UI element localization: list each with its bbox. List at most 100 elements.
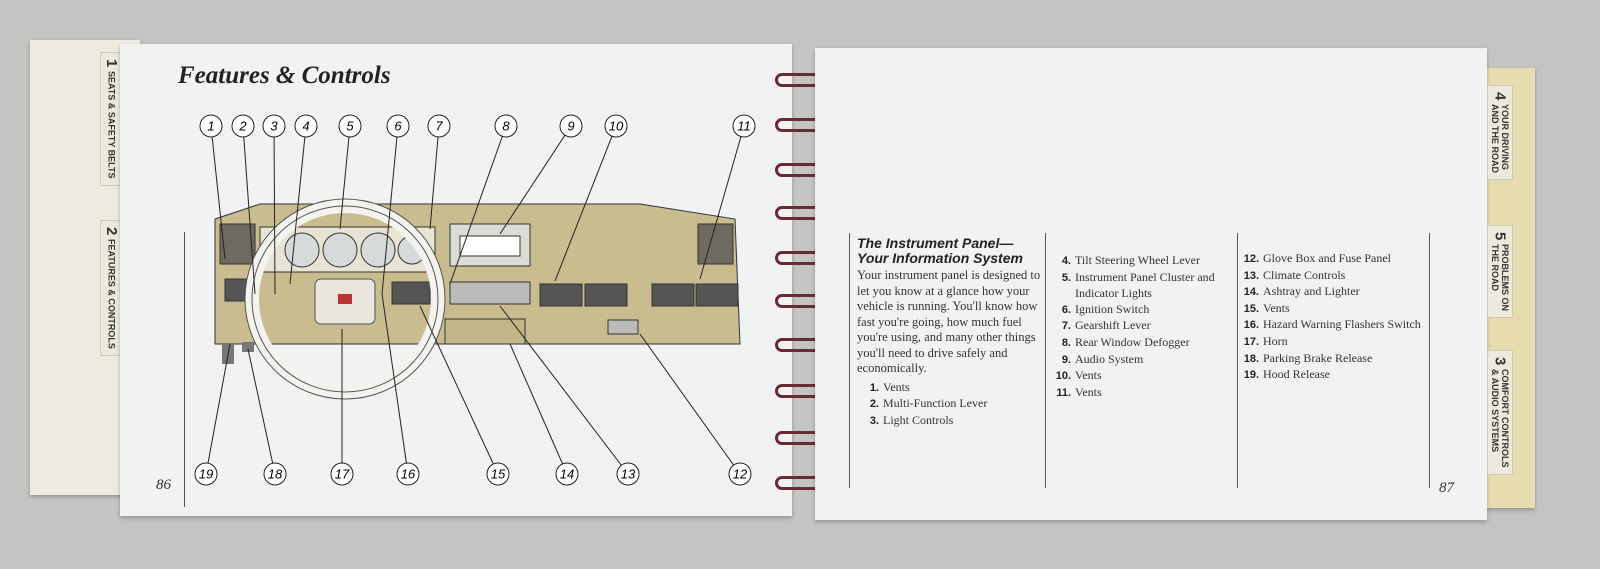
page-number: 86 — [156, 477, 171, 493]
tab-number: 3 — [1491, 357, 1509, 366]
callout-circle — [396, 462, 420, 486]
leader-line — [289, 125, 307, 285]
leader-line — [429, 125, 440, 230]
item-label: Vents — [1075, 384, 1102, 399]
callout-circle — [386, 114, 410, 138]
item-number: 13. — [1243, 269, 1259, 282]
callout-number: 13 — [621, 467, 636, 482]
item-label: Multi-Function Lever — [883, 396, 988, 411]
item-number: 12. — [1243, 253, 1259, 265]
legend-item: 2. Multi-Function Lever — [857, 396, 1047, 413]
legend-item: 8.Rear Window Defogger — [1051, 335, 1231, 352]
callout-circle — [559, 114, 583, 138]
item-number: 5. — [1061, 271, 1071, 284]
item-label: Light Controls — [883, 412, 954, 427]
callout-number: 1 — [207, 119, 214, 134]
legend-list-3: 12. Glove Box and Fuse Panel 13.Climate Co… — [1239, 251, 1429, 384]
legend-item: 15.Vents — [1239, 301, 1429, 318]
item-label: Parking Brake Release — [1263, 350, 1373, 365]
leader-line — [273, 125, 276, 295]
legend-item: 16.Hazard Warning Flashers Switch — [1239, 317, 1429, 334]
tab-number: 4 — [1491, 92, 1509, 101]
callout-number: 2 — [238, 119, 247, 134]
item-number: 2. — [869, 398, 879, 411]
dashboard — [214, 198, 741, 400]
item-label: Audio System — [1075, 351, 1144, 366]
heading-line-2: Your Information System — [857, 250, 1023, 266]
callout-circle — [728, 462, 752, 486]
legend-item: 17. Horn — [1239, 334, 1429, 351]
item-label: Ashtray and Lighter — [1263, 284, 1360, 299]
legend-item: 13.Climate Controls — [1239, 268, 1429, 285]
callout-number: 19 — [199, 467, 213, 482]
callout-number: 16 — [401, 467, 416, 482]
column-divider — [1045, 233, 1046, 488]
column-divider — [1429, 233, 1430, 488]
item-number: 7. — [1061, 320, 1071, 333]
callout-circle — [604, 114, 628, 138]
legend-item: 5.Instrument Panel Cluster and Indicator… — [1051, 270, 1231, 302]
item-number: 17. — [1243, 335, 1259, 348]
callout-circle — [199, 114, 223, 138]
item-number: 16. — [1243, 319, 1259, 332]
page-number: 87 — [1439, 480, 1454, 496]
callout-circle — [231, 114, 255, 138]
callout-number: 18 — [268, 467, 283, 482]
callout-circle — [427, 114, 451, 138]
leader-line — [499, 125, 572, 235]
tab-label: FEATURES & CONTROLS — [106, 239, 117, 350]
item-number: 19. — [1243, 369, 1259, 382]
callout-circle — [732, 114, 756, 138]
item-label: Horn — [1263, 333, 1288, 348]
legend-item: 10.Vents — [1051, 368, 1231, 385]
legend-item: 6.Ignition Switch — [1051, 302, 1231, 319]
item-number: 9. — [1061, 353, 1071, 366]
callout-number: 12 — [733, 467, 748, 482]
item-number: 14. — [1243, 286, 1259, 299]
item-number: 3. — [869, 414, 879, 427]
item-number: 4. — [1061, 255, 1071, 267]
leader-line — [499, 305, 629, 475]
leader-line — [554, 125, 617, 282]
callout-number: 7 — [435, 119, 443, 134]
leader-line — [210, 125, 226, 260]
leader-line — [509, 343, 568, 475]
callout-circle — [294, 114, 318, 138]
callout-circle — [494, 114, 518, 138]
legend-item: 18.Parking Brake Release — [1239, 351, 1429, 368]
callout-number: 15 — [491, 467, 506, 482]
leader-line — [247, 348, 276, 475]
callout-number: 4 — [302, 119, 309, 134]
legend-list-2: 4. Tilt Steering Wheel Lever 5.Instrument … — [1051, 253, 1231, 401]
leader-line — [449, 125, 507, 285]
item-number: 10. — [1055, 370, 1071, 383]
callout-circle — [555, 462, 579, 486]
callout-circle — [194, 462, 218, 486]
item-label: Vents — [883, 379, 910, 394]
tab-label: COMFORT CONTROLS & AUDIO SYSTEMS — [1490, 369, 1510, 468]
item-label: Tilt Steering Wheel Lever — [1075, 253, 1200, 267]
right-page: The Instrument Panel—Your Information Sy… — [815, 48, 1487, 520]
legend-item: 11.Vents — [1051, 385, 1231, 402]
heading-line-1: The Instrument Panel— — [857, 235, 1014, 251]
tab-label: YOUR DRIVING AND THE ROAD — [1490, 104, 1510, 174]
callout-number: 10 — [609, 119, 624, 134]
callout-circle — [338, 114, 362, 138]
leader-line — [339, 125, 351, 230]
leader-line — [381, 293, 409, 475]
legend-item: 4. Tilt Steering Wheel Lever — [1051, 253, 1231, 270]
callout-number: 17 — [335, 467, 350, 482]
item-number: 1. — [869, 381, 879, 394]
item-label: Glove Box and Fuse Panel — [1263, 251, 1391, 265]
legend-item: 14. Ashtray and Lighter — [1239, 284, 1429, 301]
callout-circle — [263, 462, 287, 486]
callout-number: 9 — [567, 119, 574, 134]
legend-item: 19.Hood Release — [1239, 367, 1429, 384]
tab-number: 2 — [103, 227, 120, 236]
